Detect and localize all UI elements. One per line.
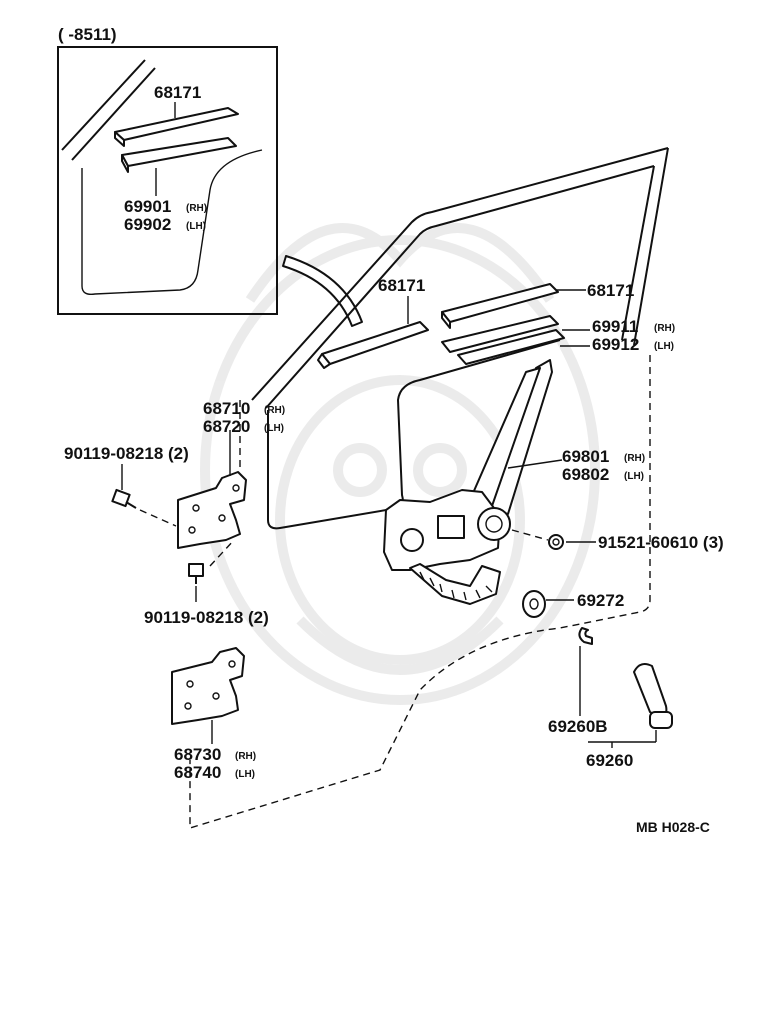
inset-range-label: ( -8511)	[58, 25, 117, 44]
label-nut: 91521-60610 (3)	[598, 533, 724, 552]
label-68740: 68740	[174, 763, 221, 782]
inset-pointer-arrow	[282, 255, 363, 327]
window-regulator	[383, 359, 553, 605]
label-68710-side: (RH)	[264, 405, 285, 416]
label-69911-side: (RH)	[654, 323, 675, 334]
label-68171-right: 68171	[587, 281, 634, 300]
label-68730: 68730	[174, 745, 221, 764]
label-68710: 68710	[203, 399, 250, 418]
watermark	[200, 223, 600, 705]
label-69901: 69901	[124, 197, 171, 216]
label-bolt-upper: 90119-08218 (2)	[64, 444, 189, 463]
label-69801-side: (RH)	[624, 453, 645, 464]
label-69912-side: (LH)	[654, 341, 674, 352]
label-69260B: 69260B	[548, 717, 608, 736]
label-69802: 69802	[562, 465, 609, 484]
diagram-code: MB H028-C	[636, 819, 710, 835]
label-69902-side: (LH)	[186, 221, 206, 232]
label-68171-inset: 68171	[154, 83, 201, 102]
label-bolt-lower: 90119-08218 (2)	[144, 608, 269, 627]
lower-bolt	[188, 563, 204, 584]
inset-box: ( -8511) 68171 69901 (RH) 69902 (LH)	[57, 25, 278, 315]
label-68720-side: (LH)	[264, 423, 284, 434]
run-channel-68171-left	[321, 321, 429, 365]
label-69911: 69911	[592, 317, 638, 336]
inset-channel-69901	[121, 137, 237, 167]
washer-69272	[522, 590, 546, 618]
label-68720: 68720	[203, 417, 250, 436]
lower-hinge	[171, 647, 245, 725]
label-69902: 69902	[124, 215, 171, 234]
label-68740-side: (LH)	[235, 769, 255, 780]
label-69272: 69272	[577, 591, 624, 610]
label-68171-left: 68171	[378, 276, 425, 295]
label-69260: 69260	[586, 751, 633, 770]
retaining-clip	[578, 627, 593, 645]
label-69901-side: (RH)	[186, 203, 207, 214]
window-crank-handle	[633, 663, 673, 729]
label-68730-side: (RH)	[235, 751, 256, 762]
upper-bolt	[111, 488, 137, 509]
nut	[548, 534, 564, 550]
inset-channel-68171	[114, 107, 239, 141]
label-69801: 69801	[562, 447, 609, 466]
label-69912: 69912	[592, 335, 639, 354]
label-69802-side: (LH)	[624, 471, 644, 482]
upper-hinge	[177, 471, 247, 549]
run-channel-69911	[441, 315, 559, 353]
